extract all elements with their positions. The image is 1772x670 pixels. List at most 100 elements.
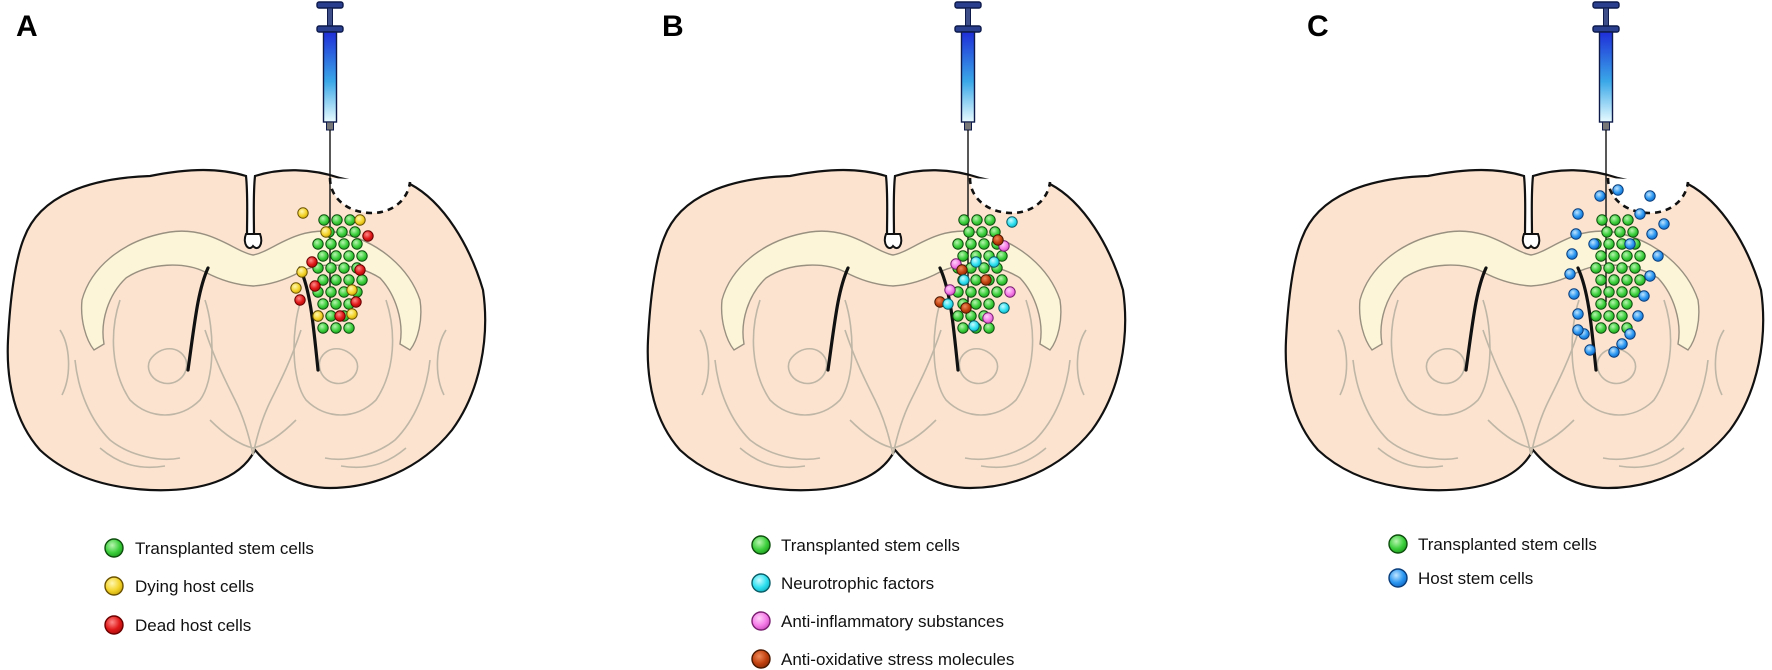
- cell-icon: [978, 262, 990, 274]
- cell-cluster-b: [934, 214, 1018, 334]
- cell-icon: [978, 238, 990, 250]
- cell-icon: [1564, 268, 1576, 280]
- cell-icon: [978, 286, 990, 298]
- cell-icon: [958, 214, 970, 226]
- legend-c: Transplanted stem cells Host stem cells: [1388, 534, 1597, 588]
- legend-label: Neurotrophic factors: [781, 574, 934, 593]
- cell-icon: [1609, 214, 1621, 226]
- cell-icon: [1595, 250, 1607, 262]
- cell-icon: [338, 238, 350, 250]
- cell-icon: [331, 214, 343, 226]
- cell-icon: [330, 322, 342, 334]
- panel-letter-c: C: [1307, 10, 1329, 43]
- cell-icon: [1616, 286, 1628, 298]
- cell-icon: [996, 274, 1008, 286]
- cell-icon: [956, 264, 968, 276]
- cell-icon: [317, 298, 329, 310]
- legend-label: Transplanted stem cells: [1418, 535, 1597, 554]
- legend-a: Transplanted stem cells Dying host cells…: [104, 538, 314, 635]
- cell-icon: [1608, 346, 1620, 358]
- cell-icon: [312, 310, 324, 322]
- legend-label: Dead host cells: [135, 616, 251, 635]
- panel-b: B Transplanted stem cells Neurotrophic f…: [646, 1, 1127, 669]
- cell-cluster-a: [290, 207, 374, 334]
- legend-label: Transplanted stem cells: [781, 536, 960, 555]
- cell-icon: [330, 298, 342, 310]
- cell-icon: [1388, 534, 1408, 554]
- cell-icon: [351, 238, 363, 250]
- cell-icon: [965, 286, 977, 298]
- cell-icon: [976, 226, 988, 238]
- cell-icon: [318, 214, 330, 226]
- cell-icon: [1658, 218, 1670, 230]
- brain-section-icon: [6, 168, 487, 492]
- cell-icon: [751, 535, 771, 555]
- cell-icon: [751, 649, 771, 669]
- cell-icon: [958, 274, 970, 286]
- cell-icon: [1608, 274, 1620, 286]
- cell-icon: [343, 250, 355, 262]
- cell-icon: [297, 207, 309, 219]
- cell-icon: [1634, 250, 1646, 262]
- cell-icon: [330, 250, 342, 262]
- panel-c: C Transplanted stem cells Host stem cell…: [1284, 1, 1765, 588]
- cell-icon: [346, 308, 358, 320]
- cell-icon: [1590, 286, 1602, 298]
- panel-letter-a: A: [16, 10, 38, 43]
- legend-label: Anti-inflammatory substances: [781, 612, 1004, 631]
- cell-icon: [970, 256, 982, 268]
- cell-icon: [963, 226, 975, 238]
- cell-icon: [952, 310, 964, 322]
- cell-cluster-c: [1564, 184, 1670, 358]
- cell-icon: [984, 214, 996, 226]
- cell-icon: [1652, 250, 1664, 262]
- cell-icon: [1616, 262, 1628, 274]
- legend-item-transplanted-stem-cells: Transplanted stem cells: [104, 538, 314, 558]
- cell-icon: [317, 250, 329, 262]
- cell-icon: [991, 286, 1003, 298]
- cell-icon: [1608, 298, 1620, 310]
- cell-icon: [320, 226, 332, 238]
- legend-item-transplanted-stem-cells: Transplanted stem cells: [1388, 534, 1597, 554]
- cell-icon: [1644, 270, 1656, 282]
- cell-icon: [290, 282, 302, 294]
- cell-icon: [960, 302, 972, 314]
- panel-letter-b: B: [662, 10, 684, 43]
- cell-icon: [104, 538, 124, 558]
- cell-icon: [1624, 328, 1636, 340]
- cell-icon: [325, 238, 337, 250]
- cell-icon: [1608, 250, 1620, 262]
- legend-label: Dying host cells: [135, 577, 254, 596]
- cell-icon: [1568, 288, 1580, 300]
- cell-icon: [325, 286, 337, 298]
- cell-icon: [1621, 274, 1633, 286]
- cell-icon: [944, 284, 956, 296]
- cell-icon: [1601, 226, 1613, 238]
- cell-icon: [998, 302, 1010, 314]
- cell-icon: [1595, 298, 1607, 310]
- cell-icon: [1646, 228, 1658, 240]
- cell-icon: [1595, 274, 1607, 286]
- cell-icon: [325, 262, 337, 274]
- cell-icon: [344, 214, 356, 226]
- cell-icon: [1612, 184, 1624, 196]
- cell-icon: [104, 576, 124, 596]
- cell-icon: [350, 296, 362, 308]
- cell-icon: [1638, 290, 1650, 302]
- cell-icon: [330, 274, 342, 286]
- cell-icon: [1616, 338, 1628, 350]
- legend-item-dead-host-cells: Dead host cells: [104, 615, 251, 635]
- cell-icon: [296, 266, 308, 278]
- cell-icon: [1614, 226, 1626, 238]
- cell-icon: [1595, 322, 1607, 334]
- cell-icon: [1603, 286, 1615, 298]
- cell-icon: [751, 573, 771, 593]
- cell-icon: [1570, 228, 1582, 240]
- cell-icon: [1644, 190, 1656, 202]
- cell-icon: [957, 250, 969, 262]
- panel-a: A Transplanted stem cells Dying host cel…: [6, 1, 487, 635]
- cell-icon: [1596, 214, 1608, 226]
- cell-icon: [983, 322, 995, 334]
- cell-icon: [104, 615, 124, 635]
- legend-label: Host stem cells: [1418, 569, 1533, 588]
